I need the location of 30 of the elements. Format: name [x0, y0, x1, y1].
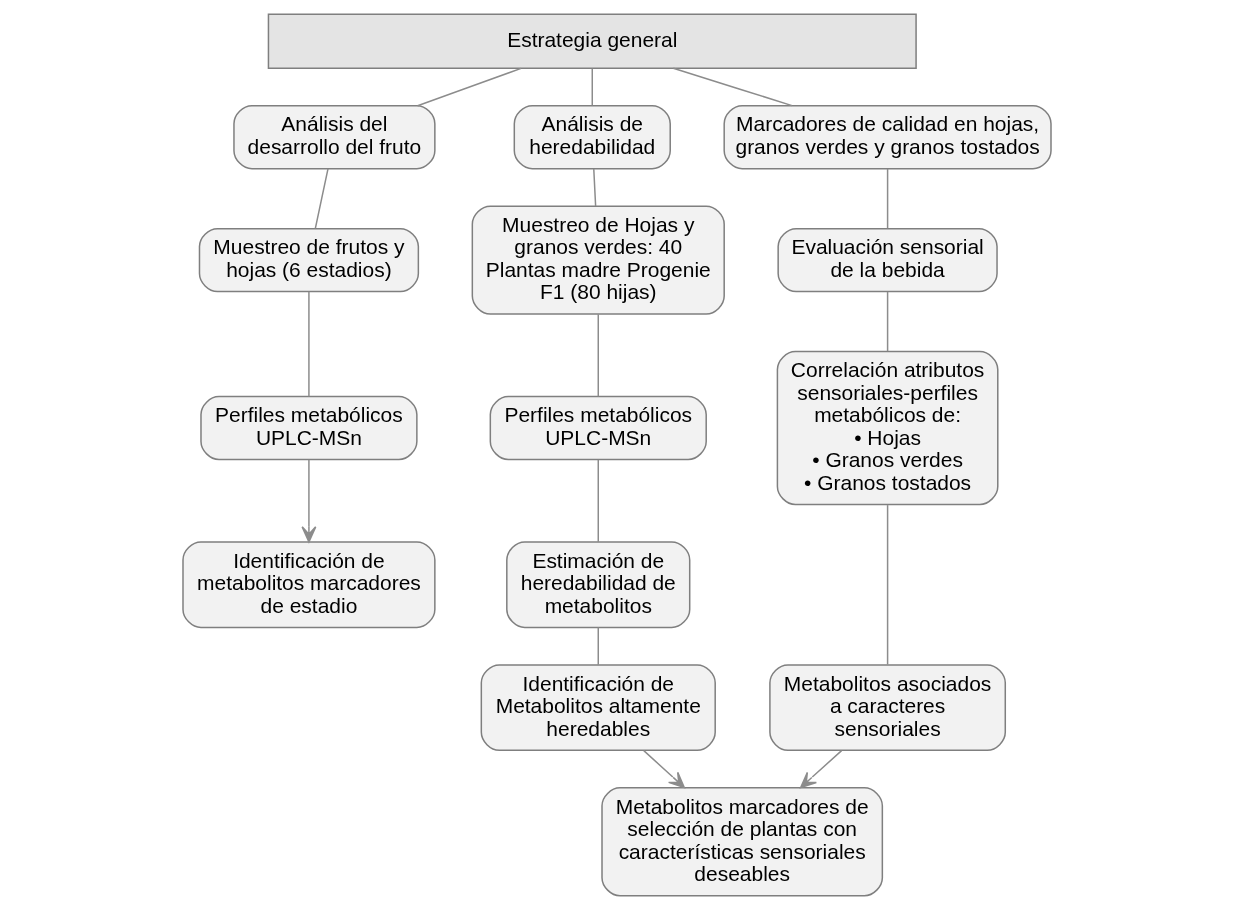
node-box: Perfiles metabólicos UPLC-MSn — [489, 395, 707, 461]
connector — [886, 168, 888, 230]
node-box: Metabolitos marcadores de selección de plantas con características sensoriales deseables — [600, 787, 883, 897]
connector — [597, 459, 599, 543]
node-box: Perfiles metabólicos UPLC-MSn — [199, 395, 418, 461]
connector — [591, 67, 593, 107]
connector — [672, 67, 793, 107]
arrow — [799, 749, 842, 789]
connector — [597, 313, 599, 398]
node-box: Análisis del desarrollo del fruto — [232, 104, 436, 170]
node-box: Muestreo de frutos y hojas (6 estadios) — [198, 227, 419, 293]
node-box: Correlación atributos sensoriales-perfiles metabólicos de: • Hojas • Granos verdes • Granos tostados — [776, 350, 999, 506]
node-box: Análisis de heredabilidad — [513, 104, 671, 170]
node-box: Estrategia general — [267, 13, 917, 69]
connector — [314, 168, 329, 230]
connector — [592, 168, 596, 207]
arrow — [300, 459, 316, 543]
node-box: Identificación de Metabolitos altamente heredables — [480, 664, 716, 752]
node-box: Metabolitos asociados a caracteres sensoriales — [768, 664, 1006, 752]
connector — [597, 626, 599, 666]
node-box: Identificación de metabolitos marcadores de estadio — [181, 541, 436, 629]
node-box: Muestreo de Hojas y granos verdes: 40 Plantas madre Progenie F1 (80 hijas) — [471, 205, 725, 315]
arrow — [642, 749, 685, 789]
connector — [886, 504, 888, 666]
node-box: Marcadores de calidad en hojas, granos verdes y granos tostados — [722, 104, 1052, 170]
connector — [307, 291, 310, 398]
connector — [886, 291, 888, 352]
node-box: Evaluación sensorial de la bebida — [776, 227, 998, 293]
connector — [416, 67, 522, 107]
node-box: Estimación de heredabilidad de metabolitos — [505, 541, 690, 629]
